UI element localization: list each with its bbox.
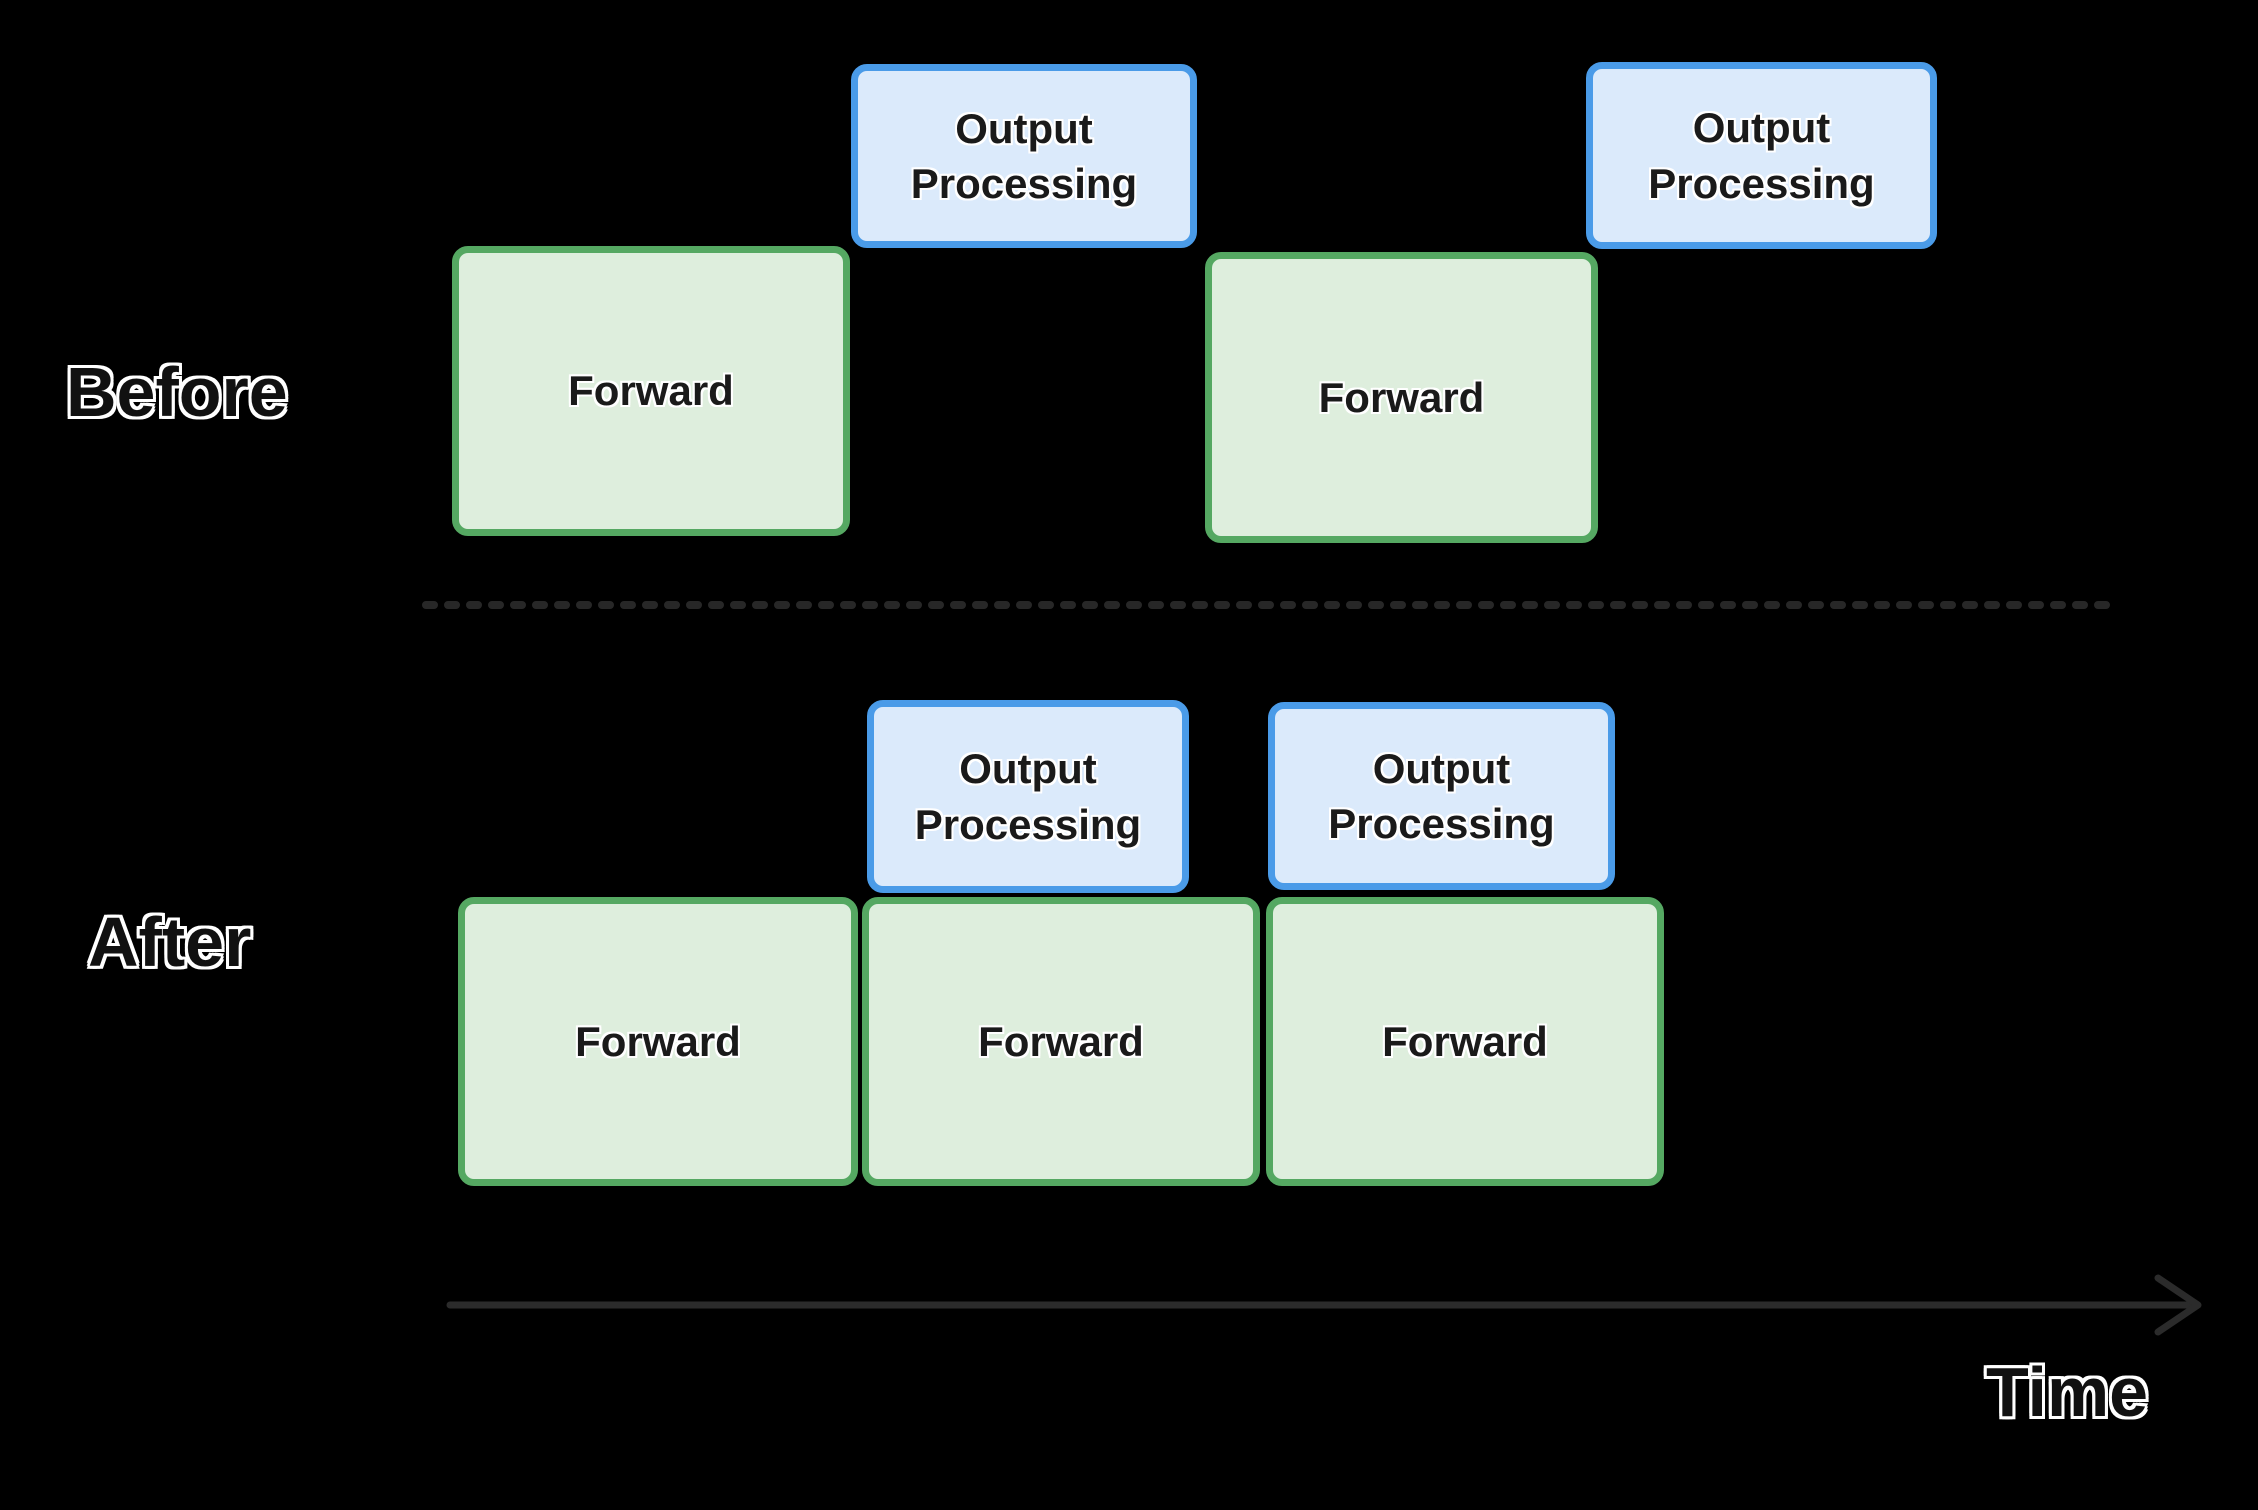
block-label: Output Processing — [1328, 744, 1555, 847]
block-label: Forward — [1382, 1017, 1548, 1065]
before-forward-block-2: Forward — [1205, 252, 1598, 543]
after-forward-block-1: Forward — [458, 897, 858, 1186]
block-label: Forward — [1318, 373, 1485, 421]
after-output-processing-block-2: Output Processing — [1268, 702, 1615, 890]
before-output-processing-block-2: Output Processing — [1586, 62, 1937, 249]
time-axis-label: Time — [1986, 1353, 2149, 1431]
after-forward-block-3: Forward — [1266, 897, 1664, 1186]
time-axis-arrow — [446, 1274, 2202, 1336]
block-label: Forward — [978, 1017, 1144, 1065]
block-label: Forward — [575, 1017, 741, 1065]
after-forward-block-2: Forward — [862, 897, 1260, 1186]
block-label: Output Processing — [910, 104, 1138, 207]
before-output-processing-block-1: Output Processing — [851, 64, 1197, 248]
after-output-processing-block-1: Output Processing — [867, 700, 1189, 893]
block-label: Output Processing — [914, 745, 1142, 848]
block-label: Forward — [568, 367, 734, 415]
after-row-label: After — [88, 903, 252, 981]
before-forward-block-1: Forward — [452, 246, 850, 536]
before-after-divider-dashed-line — [422, 601, 2123, 609]
before-row-label: Before — [66, 353, 288, 431]
block-label: Output Processing — [1648, 104, 1875, 207]
